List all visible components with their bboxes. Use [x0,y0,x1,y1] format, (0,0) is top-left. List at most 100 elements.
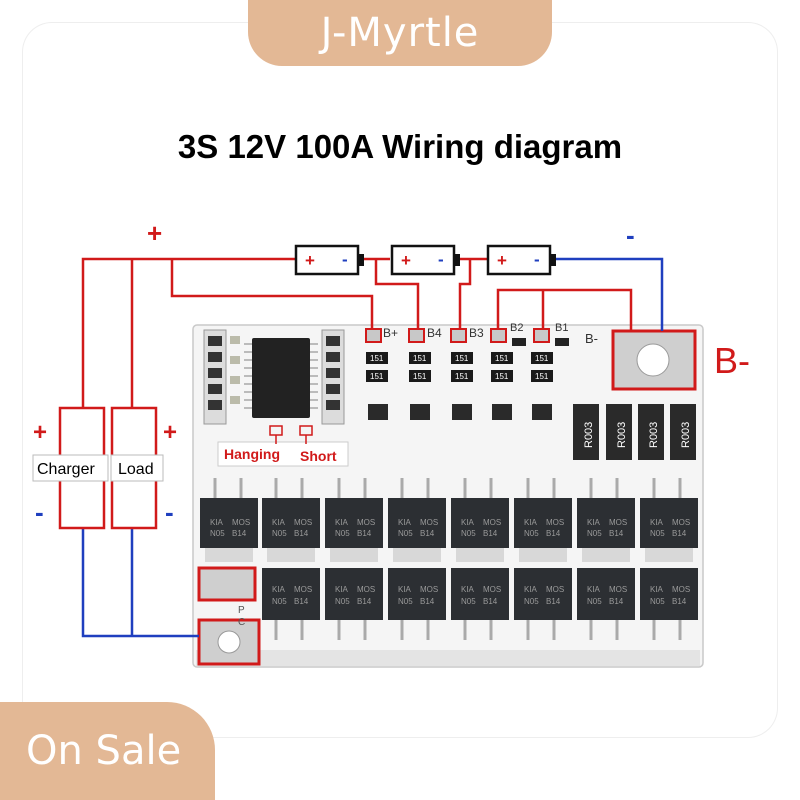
terminal-label-b3: B3 [469,326,484,340]
svg-text:B14: B14 [357,529,372,538]
charger-plus-sign: + [33,419,47,446]
terminal-pad-b4 [408,328,425,343]
led-column-right [321,329,345,425]
svg-text:KIA: KIA [335,518,349,527]
svg-text:B14: B14 [672,529,687,538]
svg-text:-: - [342,250,348,269]
svg-text:N05: N05 [524,529,539,538]
svg-text:MOS: MOS [672,518,690,527]
svg-text:+: + [401,251,411,270]
svg-text:B14: B14 [294,529,309,538]
svg-text:MOS: MOS [232,518,250,527]
load-box: Load [110,406,164,530]
svg-text:B14: B14 [609,597,624,606]
svg-text:N05: N05 [587,597,602,606]
svg-text:MOS: MOS [294,518,312,527]
svg-text:MOS: MOS [483,585,501,594]
board-b-minus-label: B- [585,331,598,346]
small-transistors [368,404,552,420]
svg-text:151: 151 [370,372,384,381]
svg-text:KIA: KIA [524,518,538,527]
svg-text:151: 151 [535,372,549,381]
svg-text:N05: N05 [335,529,350,538]
svg-text:B14: B14 [609,529,624,538]
short-label: Short [300,448,337,464]
b-minus-label: B- [714,340,750,381]
c-letter: C [238,617,245,628]
svg-text:KIA: KIA [335,585,349,594]
svg-text:MOS: MOS [420,585,438,594]
svg-text:151: 151 [535,354,549,363]
bms-ic-chip [244,338,318,418]
svg-text:MOS: MOS [672,585,690,594]
negative-wires [81,257,664,638]
svg-text:MOS: MOS [609,518,627,527]
top-minus-sign: - [626,220,635,250]
load-label: Load [118,461,154,478]
svg-text:KIA: KIA [650,518,664,527]
svg-text:B14: B14 [232,529,247,538]
svg-text:151: 151 [413,354,427,363]
svg-text:N05: N05 [461,529,476,538]
mosfet-row-top: KIA MOS N05 B14 KIA MOS N05 B14 KIA MOS N05 B1… [200,478,698,562]
svg-text:R003: R003 [583,422,595,448]
svg-text:N05: N05 [272,597,287,606]
svg-text:MOS: MOS [483,518,501,527]
svg-text:N05: N05 [587,529,602,538]
battery-cell-3: + - [486,244,556,276]
load-minus-sign: - [165,497,174,527]
svg-text:MOS: MOS [294,585,312,594]
svg-text:KIA: KIA [587,518,601,527]
battery-cell-2: + - [390,244,460,276]
svg-text:B14: B14 [420,529,435,538]
svg-text:N05: N05 [650,529,665,538]
svg-text:N05: N05 [650,597,665,606]
mosfet-row-bottom: KIA MOS N05 B14 KIA MOS N05 B14 KIA MOS N05 B1… [262,568,698,640]
svg-text:KIA: KIA [272,518,286,527]
svg-text:MOS: MOS [357,518,375,527]
svg-text:B14: B14 [357,597,372,606]
b-minus-pad-hole [636,343,670,377]
svg-text:N05: N05 [398,529,413,538]
svg-text:N05: N05 [272,529,287,538]
svg-text:151: 151 [455,354,469,363]
svg-text:-: - [438,250,444,269]
svg-text:KIA: KIA [461,518,475,527]
positive-wires [81,257,633,418]
terminal-label-b4: B4 [427,326,442,340]
svg-text:151: 151 [495,354,509,363]
charger-box: Charger [32,406,109,530]
svg-text:N05: N05 [210,529,225,538]
svg-text:MOS: MOS [546,585,564,594]
charger-minus-sign: - [35,497,44,527]
terminal-label-bplus: B+ [383,326,398,340]
svg-text:KIA: KIA [587,585,601,594]
top-plus-sign: + [147,218,162,248]
svg-text:MOS: MOS [420,518,438,527]
svg-text:KIA: KIA [210,518,224,527]
svg-text:B14: B14 [420,597,435,606]
svg-text:R003: R003 [616,422,628,448]
svg-text:151: 151 [413,372,427,381]
p-pad [197,566,257,602]
hanging-label: Hanging [224,446,280,462]
svg-text:+: + [305,251,315,270]
svg-text:+: + [497,251,507,270]
brand-name: J-Myrtle [320,10,480,56]
brand-tab: J-Myrtle [248,0,552,66]
cell-terminals: B+ B4 B3 B2 B1 B- [365,322,598,346]
terminal-label-b1: B1 [555,322,568,334]
svg-text:KIA: KIA [398,518,412,527]
svg-text:N05: N05 [461,597,476,606]
charger-label: Charger [37,461,95,478]
svg-text:KIA: KIA [398,585,412,594]
svg-text:151: 151 [455,372,469,381]
svg-text:N05: N05 [398,597,413,606]
svg-text:KIA: KIA [272,585,286,594]
svg-text:B14: B14 [483,529,498,538]
terminal-pad-b3 [450,328,467,343]
svg-text:B14: B14 [672,597,687,606]
svg-text:KIA: KIA [524,585,538,594]
led-column-left [203,329,240,425]
